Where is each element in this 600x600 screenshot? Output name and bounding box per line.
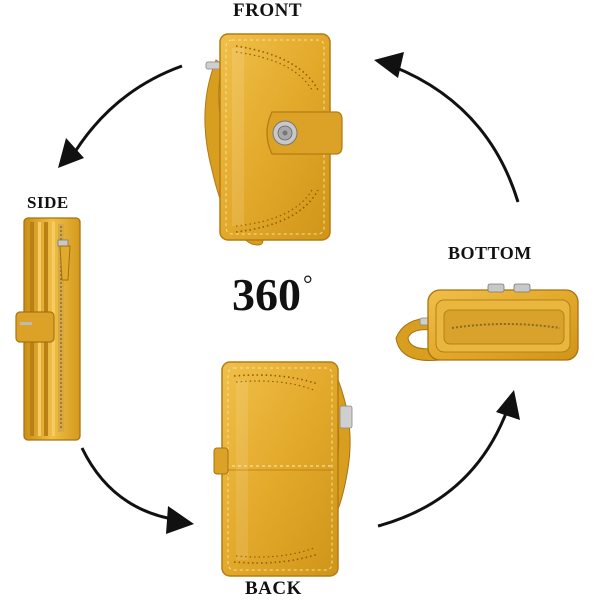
arrow-top-right [374,52,520,203]
label-bottom: BOTTOM [448,243,532,263]
arrow-bottom-left [80,447,194,534]
degree-symbol: ° [303,272,313,298]
label-side: SIDE [27,193,69,212]
arrow-bottom-right [377,390,520,528]
label-back: BACK [245,578,302,599]
wallet-back-image [213,361,353,577]
wallet-front-image [204,33,343,246]
wallet-side-image [15,217,81,441]
rotation-number: 360 [232,269,301,320]
wallet-bottom-image [395,283,579,362]
label-front: FRONT [233,0,302,21]
rotation-label: 360° [232,268,313,321]
arrow-top-left [58,64,183,168]
